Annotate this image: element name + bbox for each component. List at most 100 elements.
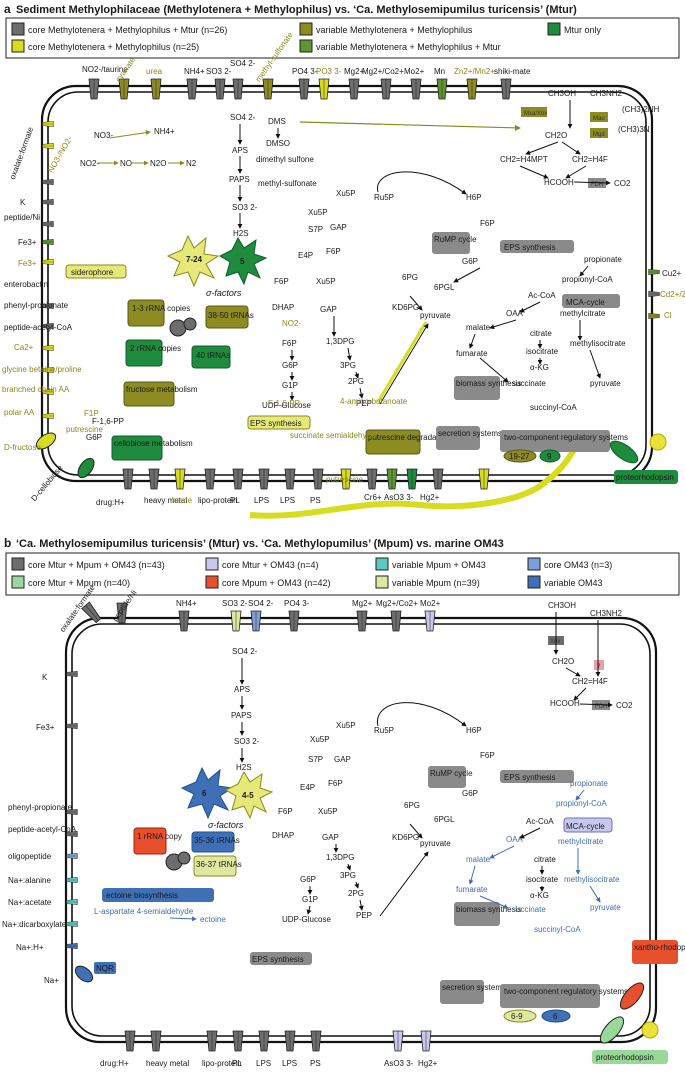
svg-text:CH3OH: CH3OH xyxy=(548,89,576,98)
svg-text:OAA: OAA xyxy=(506,309,524,318)
legend-b-6: variable Mpum (n=39) xyxy=(375,575,480,589)
panel-a: a Sediment Methylophilaceae (Methylotene… xyxy=(2,2,685,519)
svg-text:F1P: F1P xyxy=(84,409,99,418)
svg-text:H6P: H6P xyxy=(466,193,482,202)
svg-text:putrescine: putrescine xyxy=(326,475,363,484)
svg-text:propionyl-CoA: propionyl-CoA xyxy=(562,275,613,284)
panel-a-letter: a xyxy=(4,2,11,16)
svg-text:Mo2+: Mo2+ xyxy=(420,599,441,608)
svg-text:CH2=H4F: CH2=H4F xyxy=(572,677,608,686)
svg-text:2PG: 2PG xyxy=(348,889,364,898)
svg-text:enterobactin: enterobactin xyxy=(4,280,48,289)
misc-boxes-b: secretion systems two-component regulato… xyxy=(440,940,685,1064)
svg-text:CH2=H4MPT: CH2=H4MPT xyxy=(500,155,548,164)
svg-text:core Mtur + Mpum (n=40): core Mtur + Mpum (n=40) xyxy=(28,578,130,588)
svg-text:core Mtur + OM43 (n=4): core Mtur + OM43 (n=4) xyxy=(222,560,319,570)
sigma-factors-a: 7-24 5 σ-factors xyxy=(166,234,268,298)
svg-text:PS: PS xyxy=(310,1059,321,1068)
svg-text:AsO3 3-: AsO3 3- xyxy=(384,493,414,502)
svg-text:σ-factors: σ-factors xyxy=(206,288,242,298)
svg-text:MCA-cycle: MCA-cycle xyxy=(566,298,605,307)
svg-text:5: 5 xyxy=(240,257,245,266)
svg-text:variable Methylotenera + Methy: variable Methylotenera + Methylophilus +… xyxy=(316,42,501,52)
svg-text:G1P: G1P xyxy=(282,381,298,390)
svg-text:core Mpum + OM43 (n=42): core Mpum + OM43 (n=42) xyxy=(222,578,331,588)
svg-text:Ac-CoA: Ac-CoA xyxy=(528,291,556,300)
svg-text:EPS synthesis: EPS synthesis xyxy=(250,419,302,428)
svg-text:CO2: CO2 xyxy=(614,179,631,188)
svg-text:Fe3+: Fe3+ xyxy=(18,259,37,268)
svg-text:methylisocitrate: methylisocitrate xyxy=(570,339,626,348)
svg-text:NH4+: NH4+ xyxy=(184,67,205,76)
sulfur-b: SO4 2- APS PAPS SO3 2- H2S xyxy=(231,647,260,772)
svg-text:KD6PG: KD6PG xyxy=(392,833,419,842)
svg-text:Mg2+/Co2+: Mg2+/Co2+ xyxy=(376,599,418,608)
svg-text:K: K xyxy=(20,198,26,207)
svg-text:6PGL: 6PGL xyxy=(434,815,455,824)
svg-text:NO2-: NO2- xyxy=(282,319,301,328)
legend-b-1: core Mtur + OM43 (n=4) xyxy=(205,557,319,571)
legend-b-4: core Mtur + Mpum (n=40) xyxy=(11,575,130,589)
svg-text:GAP: GAP xyxy=(334,755,351,764)
svg-text:1 rRNA copy: 1 rRNA copy xyxy=(137,832,182,841)
svg-text:core OM43 (n=3): core OM43 (n=3) xyxy=(544,560,612,570)
svg-text:FDH: FDH xyxy=(595,704,607,710)
svg-text:Xu5P: Xu5P xyxy=(308,208,328,217)
svg-text:NH4+: NH4+ xyxy=(176,599,197,608)
svg-text:Xu5P: Xu5P xyxy=(336,721,356,730)
sigma-factors-b: 6 4-5 σ-factors xyxy=(180,766,274,830)
svg-text:Na+:acetate: Na+:acetate xyxy=(8,898,52,907)
svg-text:siderophore: siderophore xyxy=(71,268,114,277)
svg-text:F6P: F6P xyxy=(282,339,297,348)
svg-text:heme: heme xyxy=(172,496,193,505)
svg-text:Cr6+: Cr6+ xyxy=(364,493,382,502)
svg-text:E4P: E4P xyxy=(300,783,315,792)
svg-text:lipo-protein: lipo-protein xyxy=(202,1059,242,1068)
svg-text:two-component regulatory syste: two-component regulatory systems xyxy=(504,987,628,996)
svg-text:SO3 2-: SO3 2- xyxy=(222,599,248,608)
svg-text:KD6PG: KD6PG xyxy=(392,303,419,312)
svg-text:NO: NO xyxy=(120,159,132,168)
svg-text:putrescine degradation: putrescine degradation xyxy=(368,433,449,442)
svg-text:pyruvate: pyruvate xyxy=(420,839,451,848)
svg-text:NO2-/taurine: NO2-/taurine xyxy=(82,65,128,74)
svg-text:6-9: 6-9 xyxy=(511,1012,523,1021)
svg-text:Xu5P: Xu5P xyxy=(316,277,336,286)
panel-a-title: Sediment Methylophilaceae (Methylotenera… xyxy=(16,4,577,16)
svg-text:peptide/Ni: peptide/Ni xyxy=(4,213,40,222)
svg-text:38-50 tRNAs: 38-50 tRNAs xyxy=(208,311,254,320)
svg-text:Na+: Na+ xyxy=(44,976,59,985)
svg-text:heavy metal: heavy metal xyxy=(146,1059,189,1068)
svg-text:GAP: GAP xyxy=(322,833,339,842)
legend-a-1: variable Methylotenera + Methylophilus xyxy=(299,22,473,36)
svg-text:SO3 2-: SO3 2- xyxy=(234,737,260,746)
svg-text:PS: PS xyxy=(310,496,321,505)
svg-text:NH4+: NH4+ xyxy=(154,127,175,136)
rump-b: RuMP cycle EPS synthesis H6P F6P G6P 6PG… xyxy=(250,702,574,965)
tca-b: MCA-cycle propionate propionyl-CoA Ac-Co… xyxy=(456,779,621,934)
svg-text:CO2: CO2 xyxy=(616,701,633,710)
svg-text:UDP-Glucose: UDP-Glucose xyxy=(282,915,331,924)
svg-text:G6P: G6P xyxy=(86,433,102,442)
svg-text:6PGL: 6PGL xyxy=(434,283,455,292)
svg-text:pyruvate: pyruvate xyxy=(420,311,451,320)
svg-text:N2O: N2O xyxy=(150,159,166,168)
legend-b-2: variable Mpum + OM43 xyxy=(375,557,486,571)
svg-text:F6P: F6P xyxy=(326,247,341,256)
svg-text:Xu5P: Xu5P xyxy=(310,735,330,744)
svg-text:malate: malate xyxy=(466,323,491,332)
sun-icon-b xyxy=(641,1021,659,1039)
svg-text:RuMP cycle: RuMP cycle xyxy=(430,769,473,778)
svg-text:4-5: 4-5 xyxy=(242,791,254,800)
svg-text:DMS: DMS xyxy=(268,117,286,126)
svg-text:core Mtur + Mpum + OM43 (n=43): core Mtur + Mpum + OM43 (n=43) xyxy=(28,560,165,570)
svg-text:CH3OH: CH3OH xyxy=(548,601,576,610)
sun-icon-a xyxy=(649,433,667,451)
svg-text:σ-factors: σ-factors xyxy=(208,820,244,830)
svg-text:6: 6 xyxy=(202,789,207,798)
svg-text:Xox: Xox xyxy=(550,639,560,645)
svg-text:peptide-acetyl-CoA: peptide-acetyl-CoA xyxy=(8,825,77,834)
svg-text:phenyl-propionate: phenyl-propionate xyxy=(8,803,73,812)
svg-text:HCOOH: HCOOH xyxy=(544,178,574,187)
